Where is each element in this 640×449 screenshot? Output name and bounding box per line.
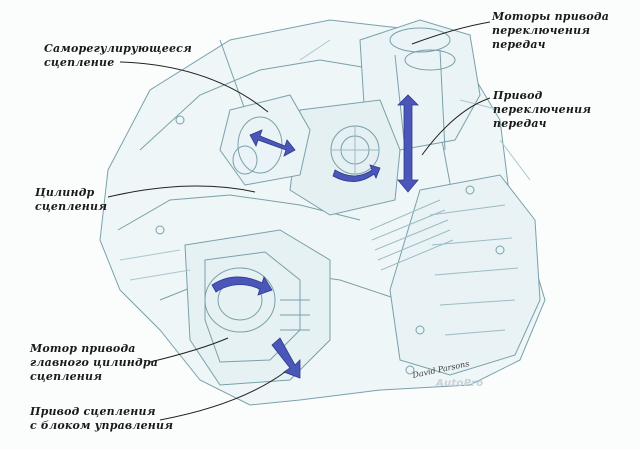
- rotary-arrow-lower: [211, 276, 273, 296]
- leader-shift-motors: [411, 21, 491, 45]
- autopro-watermark: AutoPro: [436, 378, 484, 389]
- leader-clutch-cylinder: [107, 185, 256, 198]
- label-self-adjusting-clutch: Саморегулирующееся сцепление: [44, 42, 192, 69]
- label-shift-drive: Привод переключения передач: [493, 89, 592, 130]
- leader-shift-drive: [421, 97, 491, 156]
- master-cylinder-arrow: [271, 337, 301, 379]
- leader-clutch-drive: [159, 371, 286, 421]
- leader-clutch-self: [119, 61, 269, 113]
- clutch-arrow-diagonal: [249, 129, 296, 157]
- leader-lines: [107, 21, 491, 421]
- motion-arrows: [211, 94, 419, 379]
- shift-arrow-vertical: [397, 94, 419, 193]
- housing-sketch: [99, 19, 546, 406]
- label-shift-motors: Моторы привода переключения передач: [492, 10, 610, 51]
- shift-arrow-rotary: [332, 164, 381, 182]
- label-clutch-cylinder: Цилиндр сцепления: [35, 186, 108, 213]
- leader-master-cyl-motor: [149, 337, 229, 363]
- label-master-cylinder-motor: Мотор привода главного цилиндра сцеплени…: [30, 342, 159, 383]
- label-clutch-drive-control: Привод сцепления с блоком управления: [30, 405, 174, 432]
